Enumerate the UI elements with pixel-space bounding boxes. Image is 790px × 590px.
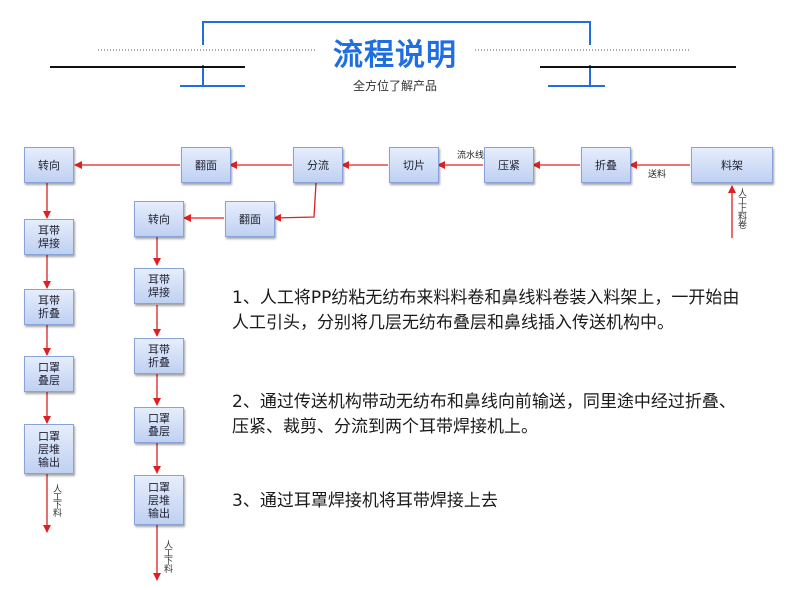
node-zhuanxiang-2: 转向 (134, 201, 184, 237)
node-mid-kouzhao-dieceng: 口罩 叠层 (134, 407, 184, 443)
page-title: 流程说明 (333, 38, 457, 73)
node-left-kouzhao-dieceng: 口罩 叠层 (24, 356, 74, 392)
node-left-erdai-zhedie: 耳带 折叠 (24, 289, 74, 325)
node-fanmian-2: 翻面 (225, 201, 275, 237)
label-rengong-xialiao-left: 人工下料 (51, 484, 61, 516)
node-left-erdai-hanjie: 耳带 焊接 (24, 219, 74, 255)
header-frame (50, 21, 736, 87)
node-liaojia: 料架 (691, 147, 773, 183)
node-zhuanxiang-1: 转向 (24, 147, 74, 183)
node-left-kouzhao-shuchu: 口罩 层堆 输出 (24, 424, 74, 474)
description-step-1: 1、人工将PP纺粘无纺布来料料卷和鼻线料卷装入料架上，一开始由人工引头，分别将几… (232, 288, 740, 333)
label-songliao: 送料 (648, 170, 667, 180)
node-qiepian: 切片 (389, 147, 439, 183)
node-mid-kouzhao-shuchu: 口罩 层堆 输出 (134, 475, 184, 525)
node-fanmian-1: 翻面 (181, 147, 231, 183)
node-mid-erdai-zhedie: 耳带 折叠 (134, 338, 184, 374)
node-mid-erdai-hanjie: 耳带 焊接 (134, 268, 184, 304)
description-step-3: 3、通过耳罩焊接机将耳带焊接上去 (232, 491, 498, 511)
node-yajin: 压紧 (484, 147, 534, 183)
label-liushuixian: 流水线 (457, 151, 485, 161)
description-step-2: 2、通过传送机构带动无纺布和鼻线向前输送，同里途中经过折叠、压紧、裁剪、分流到两… (232, 392, 736, 437)
label-rengong-xialiao-mid: 人工下料 (162, 540, 172, 572)
node-fenliu: 分流 (293, 147, 343, 183)
node-zhedie: 折叠 (581, 147, 631, 183)
page-subtitle: 全方位了解产品 (352, 79, 437, 93)
label-rengong-shangliao: 人工上料卷 (736, 188, 746, 228)
